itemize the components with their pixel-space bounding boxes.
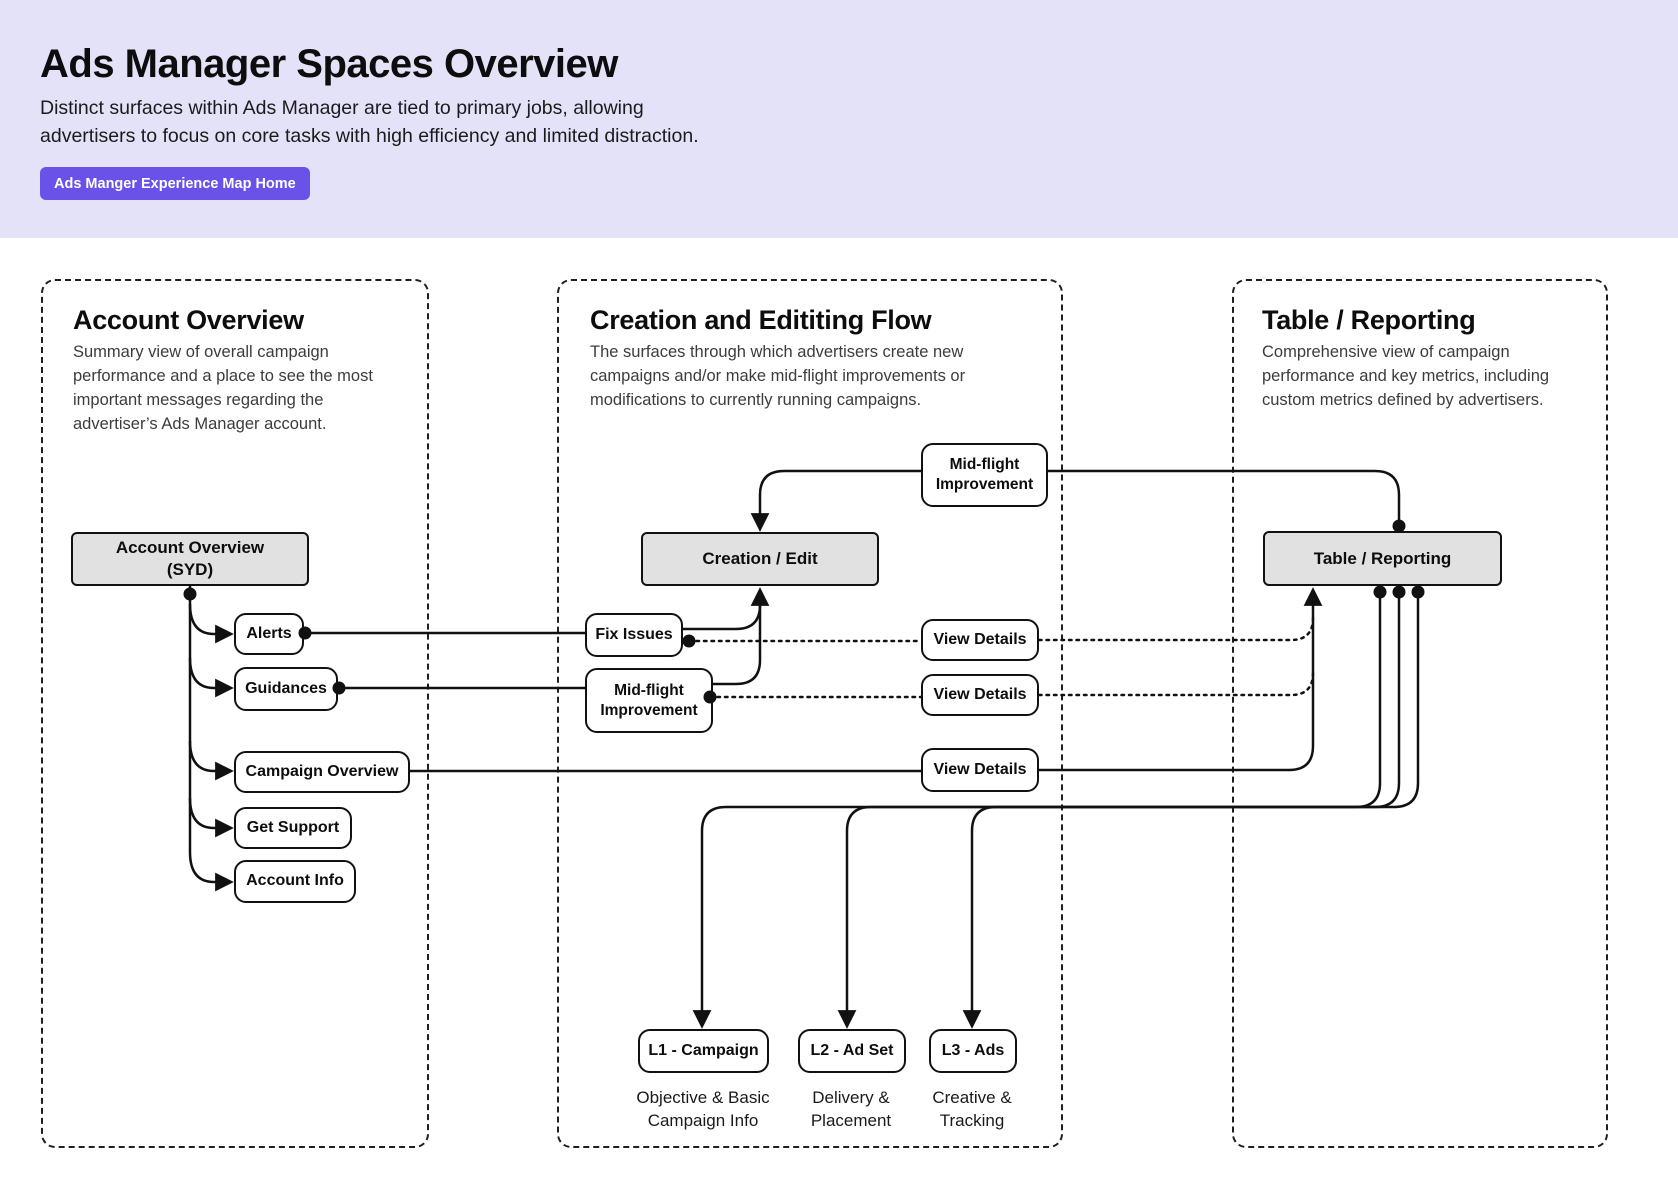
node-mid-flight-improvement-top: Mid-flight Improvement: [921, 443, 1048, 507]
node-view-details-2: View Details: [921, 674, 1039, 716]
node-account-overview-syd: Account Overview (SYD): [71, 532, 309, 586]
panel-table-reporting: Table / Reporting Comprehensive view of …: [1232, 279, 1608, 1148]
node-campaign-overview: Campaign Overview: [234, 751, 410, 793]
node-creation-edit: Creation / Edit: [641, 532, 879, 586]
node-view-details-1: View Details: [921, 619, 1039, 661]
panel-account-description: Summary view of overall campaign perform…: [73, 343, 373, 433]
node-guidances: Guidances: [234, 667, 338, 711]
caption-l3-creative: Creative & Tracking: [932, 1088, 1012, 1130]
node-fix-issues: Fix Issues: [585, 613, 683, 657]
node-view-details-3: View Details: [921, 748, 1039, 792]
node-l1-campaign: L1 - Campaign: [638, 1029, 769, 1073]
header-band: Ads Manager Spaces Overview Distinct sur…: [0, 0, 1678, 238]
node-l3-ads: L3 - Ads: [929, 1029, 1017, 1073]
panel-reporting-description: Comprehensive view of campaign performan…: [1262, 343, 1550, 409]
page-subtitle: Distinct surfaces within Ads Manager are…: [40, 97, 699, 147]
node-l2-ad-set: L2 - Ad Set: [798, 1029, 906, 1073]
panel-reporting-title: Table / Reporting: [1262, 305, 1476, 335]
caption-l1-objective: Objective & Basic Campaign Info: [636, 1088, 770, 1130]
panel-creation-description: The surfaces through which advertisers c…: [590, 343, 966, 409]
node-get-support: Get Support: [234, 807, 352, 849]
experience-map-home-button[interactable]: Ads Manger Experience Map Home: [40, 167, 310, 200]
panel-creation-editing-flow: Creation and Edititing Flow The surfaces…: [557, 279, 1063, 1148]
panel-creation-title: Creation and Edititing Flow: [590, 305, 932, 335]
node-mid-flight-improvement-middle: Mid-flight Improvement: [585, 668, 713, 733]
node-alerts: Alerts: [234, 613, 304, 655]
caption-l2-delivery: Delivery & Placement: [810, 1088, 892, 1130]
node-account-info: Account Info: [234, 860, 356, 903]
page-title: Ads Manager Spaces Overview: [40, 42, 618, 86]
node-table-reporting: Table / Reporting: [1263, 531, 1502, 586]
panel-account-overview: Account Overview Summary view of overall…: [41, 279, 429, 1148]
panel-account-title: Account Overview: [73, 305, 304, 335]
